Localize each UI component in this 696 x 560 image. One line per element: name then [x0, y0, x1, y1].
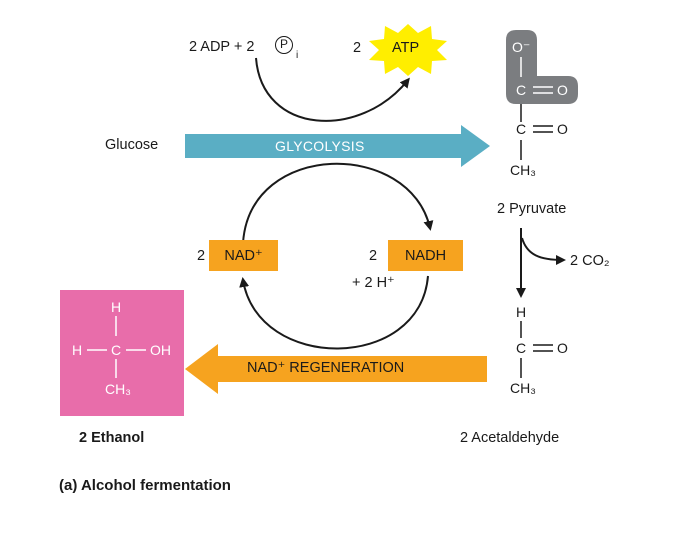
adp-pi-text: 2 ADP + 2: [189, 39, 255, 55]
pyruvate-keto-c: C: [516, 121, 527, 137]
ethanol-methyl: CH₃: [105, 381, 131, 397]
pyruvate-carboxyl-c: C: [516, 82, 527, 98]
acetaldehyde-o: O: [557, 340, 568, 356]
acetaldehyde-name: 2 Acetaldehyde: [460, 430, 560, 446]
nadh-box: NADH: [388, 240, 463, 271]
figure-caption: (a) Alcohol fermentation: [59, 477, 231, 494]
glucose-label: Glucose: [105, 137, 159, 153]
phosphate-symbol: P: [279, 37, 288, 51]
ethanol-oh: OH: [150, 342, 171, 358]
ethanol-box: [60, 290, 184, 416]
phosphate-subscript: i: [296, 50, 299, 61]
atp-starburst: [369, 24, 447, 76]
glycolysis-label: GLYCOLYSIS: [275, 138, 365, 154]
carboxylate-highlight: [506, 30, 578, 104]
nad-count: 2: [197, 248, 206, 264]
pyruvate-methyl: CH₃: [510, 162, 536, 178]
pyruvate-o-minus: O⁻: [512, 39, 531, 55]
regeneration-label: NAD⁺ REGENERATION: [247, 360, 405, 376]
nadh-label: NADH: [404, 247, 447, 264]
nad-label: NAD⁺: [224, 247, 263, 264]
nadh-to-nad-curve: [239, 275, 429, 350]
ethanol-name: 2 Ethanol: [79, 430, 145, 446]
acetaldehyde-h: H: [516, 304, 527, 320]
acetaldehyde-methyl: CH₃: [510, 380, 536, 396]
co2-label: 2 CO₂: [570, 253, 610, 269]
protons-label: + 2 H⁺: [352, 275, 395, 291]
nad-to-nadh-curve: [242, 162, 434, 244]
atp-label: ATP: [392, 40, 420, 56]
ethanol-h-left: H: [72, 342, 83, 358]
ethanol-h-top: H: [111, 299, 122, 315]
glycolysis-arrow: [185, 125, 490, 167]
atp-count: 2: [353, 40, 362, 56]
ethanol-c: C: [111, 342, 122, 358]
phosphate-icon: P: [275, 36, 293, 54]
co2-release-arrow: [521, 237, 566, 265]
pyruvate-name: 2 Pyruvate: [497, 201, 567, 217]
adp-to-atp-curve: [255, 57, 410, 122]
pyruvate-carboxyl-o: O: [557, 82, 568, 98]
pyruvate-keto-o: O: [557, 121, 568, 137]
acetaldehyde-c: C: [516, 340, 527, 356]
regeneration-arrow: [185, 344, 487, 394]
nad-box: NAD⁺: [209, 240, 278, 271]
nadh-count: 2: [369, 248, 378, 264]
